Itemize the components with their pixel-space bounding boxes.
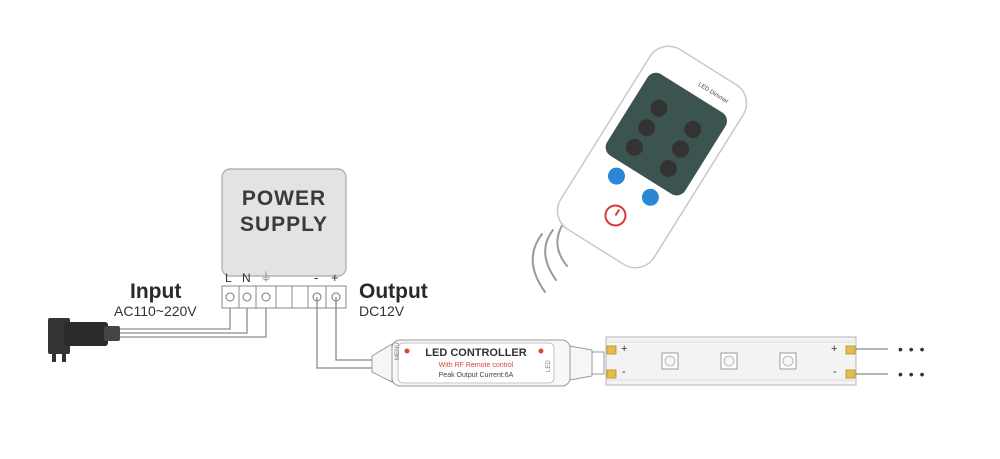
- strip-plus-right: +: [831, 343, 838, 355]
- psu-title-line2: SUPPLY: [239, 213, 329, 236]
- controller-side-menu: MENU: [395, 342, 401, 360]
- led-controller: [371, 339, 605, 387]
- controller-current: Peak Output Current:6A: [438, 372, 514, 379]
- strip-minus-right: -: [833, 366, 837, 378]
- output-wires: [316, 297, 372, 369]
- strip-plus-left: +: [621, 343, 628, 355]
- strip-continuation-bottom: • • •: [898, 366, 926, 382]
- ac-plug-icon: [48, 318, 120, 362]
- rf-remote: [556, 45, 748, 269]
- controller-side-led: LED: [546, 360, 552, 372]
- terminal-label-l: L: [225, 271, 232, 285]
- terminal-label-plus: +: [331, 270, 339, 285]
- power-supply-box: [221, 168, 347, 309]
- rf-signal-waves-icon: [531, 223, 568, 293]
- led-chip-1: [661, 352, 679, 370]
- terminal-label-ground: ⏚: [260, 270, 273, 284]
- led-chip-3: [779, 352, 797, 370]
- terminal-label-minus: -: [314, 270, 319, 285]
- input-spec: AC110~220V: [114, 303, 197, 319]
- input-label: Input: [130, 280, 182, 303]
- psu-title-line1: POWER: [241, 187, 327, 210]
- controller-title: LED CONTROLLER: [425, 347, 527, 359]
- strip-continuation-top: • • •: [898, 341, 926, 357]
- led-chip-2: [720, 352, 738, 370]
- output-label: Output: [359, 280, 428, 303]
- terminal-label-n: N: [242, 271, 251, 285]
- output-spec: DC12V: [359, 303, 405, 319]
- strip-minus-left: -: [622, 366, 626, 378]
- controller-subtitle: With RF Remote control: [438, 362, 514, 369]
- led-strip: [605, 336, 888, 386]
